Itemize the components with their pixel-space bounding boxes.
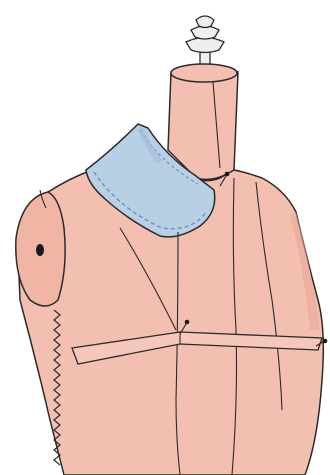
arm-cap-dot <box>36 244 44 256</box>
neck-top <box>171 64 237 82</box>
